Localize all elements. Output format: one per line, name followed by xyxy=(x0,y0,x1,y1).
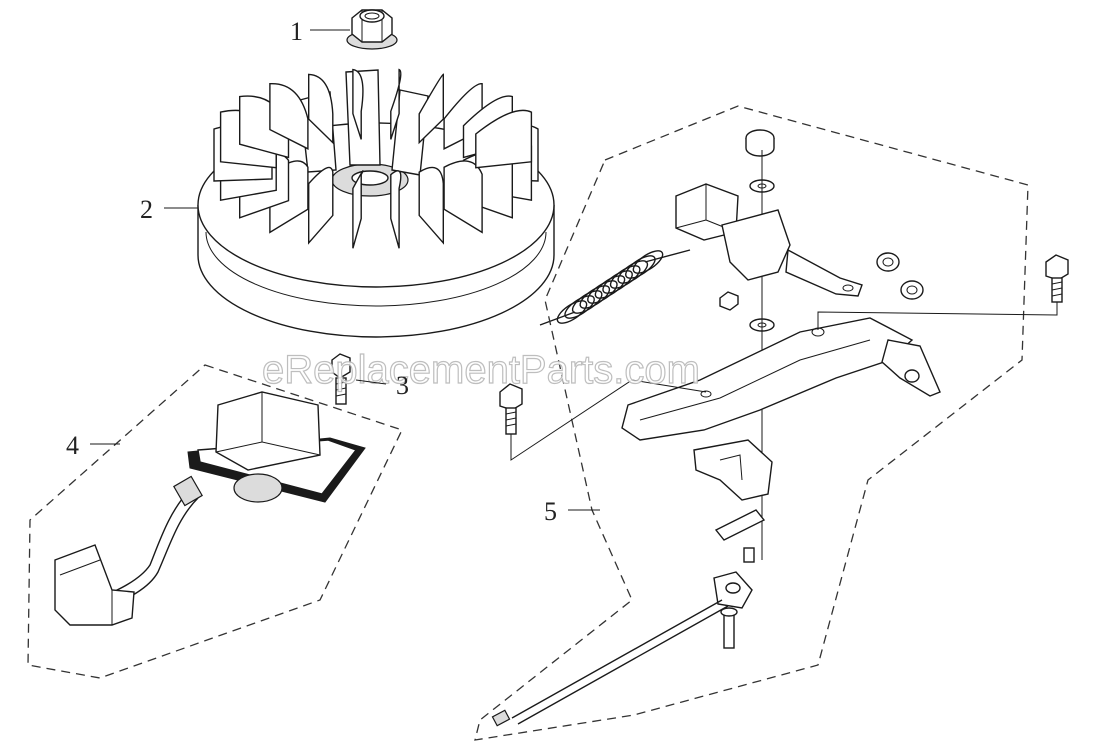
spring-coil xyxy=(625,255,656,279)
callout-1[interactable]: 1 xyxy=(290,17,303,46)
spring-coil xyxy=(602,270,633,294)
spring-coil xyxy=(594,275,626,299)
flange-nut[interactable] xyxy=(346,9,398,50)
callout-2[interactable]: 2 xyxy=(140,195,153,224)
callout-5[interactable]: 5 xyxy=(544,497,557,526)
spring-coil xyxy=(579,285,611,309)
callout-4[interactable]: 4 xyxy=(66,431,79,460)
flywheel-fin xyxy=(475,109,533,169)
spring-coil xyxy=(564,295,595,319)
flywheel-fin xyxy=(269,82,309,150)
flywheel-fin xyxy=(352,170,364,249)
watermark-text: eReplacementParts.com xyxy=(262,348,700,392)
flywheel-fin xyxy=(308,73,334,145)
spring-coil xyxy=(587,280,618,304)
leader-3 xyxy=(355,379,387,385)
flywheel-fin xyxy=(443,160,483,234)
spring-coil xyxy=(617,260,649,284)
ignition-coil[interactable] xyxy=(27,364,403,679)
governor-control-assembly[interactable] xyxy=(474,105,1069,741)
flywheel-fin xyxy=(308,166,334,245)
flywheel[interactable] xyxy=(197,68,555,338)
flywheel-fin xyxy=(352,68,364,140)
spring-coil xyxy=(556,300,588,324)
spring-coil xyxy=(632,250,664,274)
spring-coil xyxy=(609,265,641,289)
flywheel-fin xyxy=(418,166,444,245)
spring-coil xyxy=(571,290,603,314)
bolt[interactable] xyxy=(331,353,351,405)
flywheel-fin xyxy=(390,68,402,140)
flywheel-fins xyxy=(213,68,539,249)
governor-spring xyxy=(539,249,691,326)
flywheel-fin xyxy=(390,170,402,249)
flywheel-fin xyxy=(418,73,444,145)
callout-3[interactable]: 3 xyxy=(396,371,409,400)
